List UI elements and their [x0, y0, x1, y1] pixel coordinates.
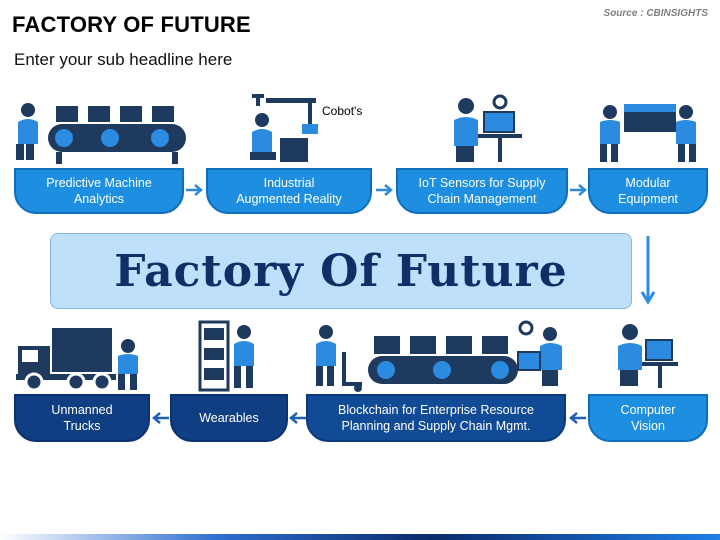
conveyor-worker-icon	[16, 103, 186, 164]
arrow-left-icon	[152, 412, 169, 424]
delivery-truck-icon	[16, 328, 138, 392]
wearables-worker-shelf-icon	[198, 320, 254, 392]
step-label-line1: Unmanned	[51, 403, 113, 417]
step-label-line1: Computer	[620, 403, 676, 417]
step-label-line2: Vision	[631, 419, 665, 433]
iot-worker-desk-icon	[454, 94, 522, 162]
step-label-line2: Analytics	[73, 192, 124, 206]
step-label-line1: Blockchain for Enterprise Resource	[338, 403, 534, 417]
step-label-line1: Predictive Machine	[46, 176, 152, 190]
arrow-left-icon	[569, 412, 586, 424]
step-wearables: Wearables	[170, 394, 288, 442]
step-label-line1: Wearables	[199, 411, 259, 425]
step-label-line2: Planning and Supply Chain Mgmt.	[341, 419, 531, 433]
page-subtitle: Enter your sub headline here	[14, 50, 233, 69]
step-label-line2: Augmented Reality	[236, 192, 342, 206]
step-label-line2: Trucks	[63, 419, 101, 433]
page-title: FACTORY OF FUTURE	[12, 12, 251, 37]
arrow-right-icon	[376, 184, 393, 196]
arrow-left-icon	[289, 412, 306, 424]
step-label-line1: Modular	[625, 176, 671, 190]
modular-box-carriers-icon	[600, 104, 696, 162]
bottom-accent-bar	[0, 534, 720, 540]
source-note: Source : CBINSIGHTS	[603, 8, 708, 19]
step-label-line2: Chain Management	[427, 192, 537, 206]
center-title-panel: Factory Of Future	[50, 233, 632, 309]
center-title: Factory Of Future	[114, 245, 568, 297]
step-label-line2: Equipment	[618, 192, 678, 206]
conveyor-trolley-icon	[316, 320, 562, 392]
cobot-arm-icon	[250, 94, 318, 162]
cobots-annotation: Cobot's	[322, 104, 363, 118]
step-label-line1: Industrial	[263, 176, 315, 190]
computer-vision-desk-icon	[618, 324, 678, 388]
arrow-right-icon	[186, 184, 203, 196]
arrow-right-icon	[570, 184, 587, 196]
arrow-down-icon	[640, 236, 656, 305]
step-label-line1: IoT Sensors for Supply	[418, 176, 546, 190]
